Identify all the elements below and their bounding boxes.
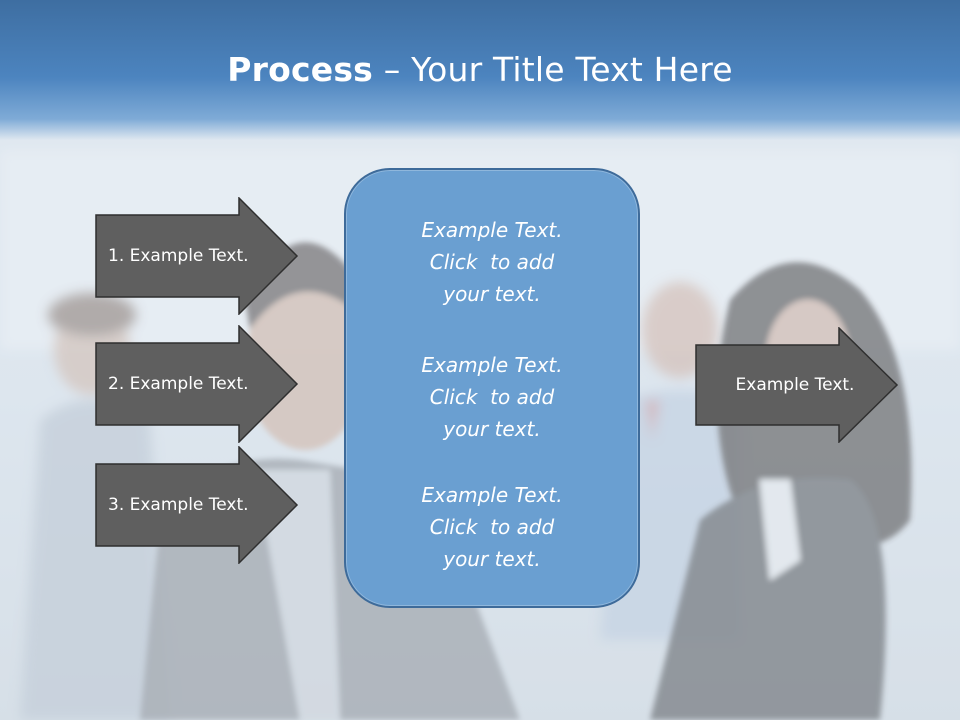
block-line: Click to add [429,515,555,539]
arrow-shape [95,325,299,443]
left-arrow-1[interactable]: 1. Example Text. [95,197,299,315]
header-band [0,0,960,140]
title-bold: Process [227,50,374,89]
arrow-label: 3. Example Text. [108,495,249,515]
block-line: Example Text. [421,483,563,507]
slide-title[interactable]: Process – Your Title Text Here [0,50,960,89]
arrow-shape [95,446,299,564]
block-line: your text. [443,547,541,571]
block-line: Click to add [429,250,555,274]
title-rest: – Your Title Text Here [373,50,733,89]
arrow-label: 2. Example Text. [108,374,249,394]
block-line: your text. [443,282,541,306]
center-text-box[interactable]: Example Text. Click to add your text. Ex… [344,168,640,608]
left-arrow-2[interactable]: 2. Example Text. [95,325,299,443]
block-line: Example Text. [421,353,563,377]
block-line: Click to add [429,385,555,409]
left-arrow-3[interactable]: 3. Example Text. [95,446,299,564]
center-text-block-3: Example Text. Click to add your text. [346,479,638,575]
arrow-label: Example Text. [735,375,855,395]
block-line: Example Text. [421,218,563,242]
arrow-shape [95,197,299,315]
arrow-shape [695,327,899,443]
block-line: your text. [443,417,541,441]
center-text-block-1: Example Text. Click to add your text. [346,214,638,310]
arrow-label: 1. Example Text. [108,246,249,266]
right-arrow[interactable]: Example Text. [695,327,899,443]
center-text-block-2: Example Text. Click to add your text. [346,349,638,445]
